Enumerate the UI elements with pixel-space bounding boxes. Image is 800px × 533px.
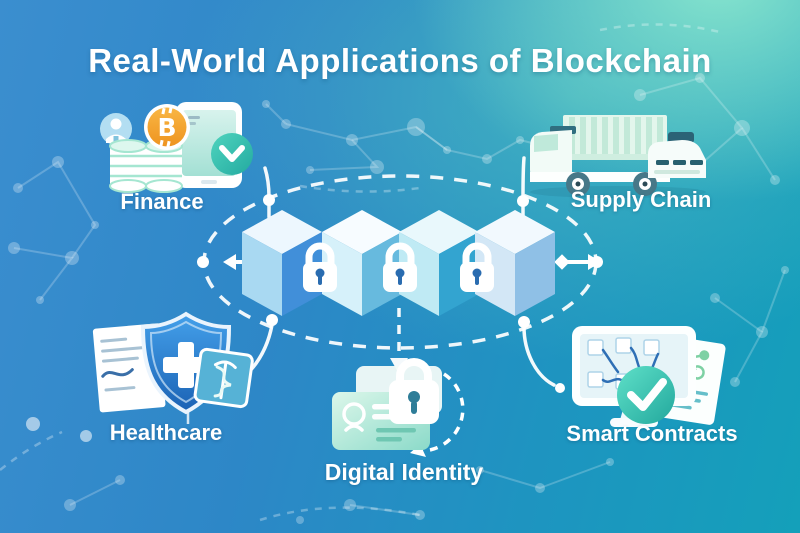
digital-identity-label: Digital Identity <box>324 459 484 485</box>
smart-contracts-icon-group <box>572 326 726 427</box>
healthcare-label: Healthcare <box>109 420 223 445</box>
supply-chain-label: Supply Chain <box>570 187 712 212</box>
padlock-icon <box>460 242 494 292</box>
caduceus-card-icon <box>193 347 254 409</box>
check-badge-icon <box>211 133 253 175</box>
connector-smart <box>522 325 556 387</box>
user-badge-icon <box>100 113 132 145</box>
page-title: Real-World Applications of Blockchain <box>88 42 712 79</box>
loop-node <box>263 194 275 206</box>
circular-arrow-icon <box>410 372 465 457</box>
blockchain-blocks-icon <box>223 210 601 316</box>
padlock-icon <box>389 358 439 424</box>
smart-contracts-label: Smart Contracts <box>566 421 738 446</box>
finance-label: Finance <box>120 189 204 214</box>
delivery-van-icon <box>648 132 706 178</box>
connector-end-dot <box>555 383 565 393</box>
loop-node <box>518 316 530 328</box>
chain-arrow-left <box>223 254 236 270</box>
supply-chain-icon-group <box>530 115 706 198</box>
finance-icon-group: B <box>100 102 253 193</box>
loop-node <box>517 195 529 207</box>
loop-node <box>266 314 278 326</box>
connector-supply <box>521 156 526 199</box>
healthcare-icon-group <box>92 311 254 415</box>
check-badge-icon <box>617 366 675 424</box>
chain-arrow-right <box>588 254 601 270</box>
padlock-icon <box>303 242 337 292</box>
svg-text:B: B <box>157 113 176 142</box>
digital-identity-icon-group <box>332 358 465 457</box>
padlock-icon <box>383 242 417 292</box>
bitcoin-icon: B <box>144 104 190 150</box>
loop-node <box>197 256 209 268</box>
